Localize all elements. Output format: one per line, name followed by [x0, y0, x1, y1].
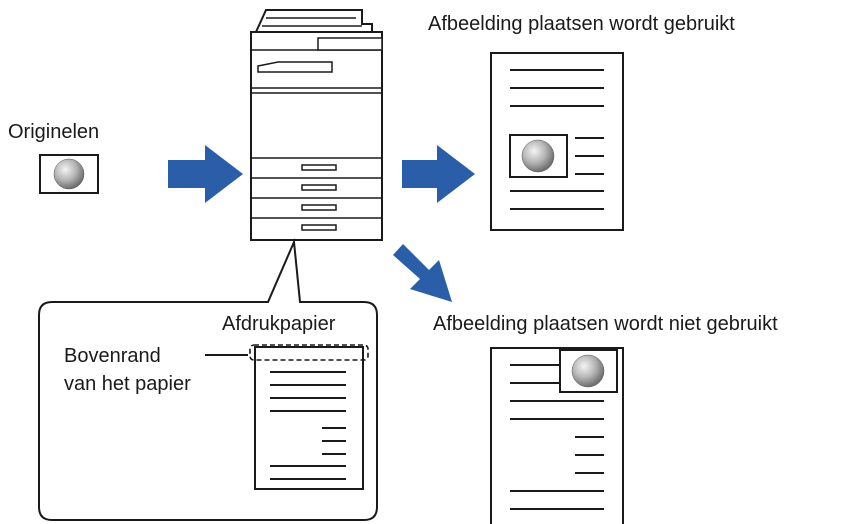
- image-placement-used-label: Afbeelding plaatsen wordt gebruikt: [428, 13, 735, 35]
- multifunction-printer-icon: [250, 9, 383, 241]
- diagonal-arrow-icon: [393, 244, 452, 302]
- original-document-icon: [39, 154, 99, 194]
- print-paper-label: Afdrukpapier: [222, 313, 336, 335]
- print-paper-icon: [205, 344, 369, 490]
- document-image-top-icon: [490, 347, 624, 524]
- originals-label: Originelen: [8, 121, 100, 143]
- top-edge-label-line2: van het papier: [64, 373, 191, 395]
- image-placement-not-used-label: Afbeelding plaatsen wordt niet gebruikt: [433, 313, 778, 335]
- right-arrow-icon: [168, 145, 243, 203]
- right-arrow-icon: [402, 145, 475, 203]
- document-with-image-icon: [490, 52, 624, 231]
- top-edge-label-line1: Bovenrand: [64, 345, 161, 367]
